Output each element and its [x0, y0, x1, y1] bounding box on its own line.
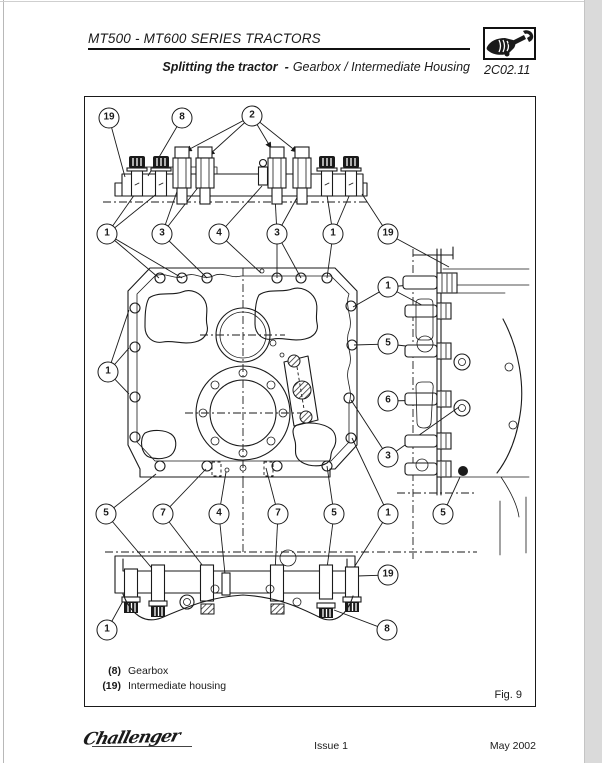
legend-row-gearbox: (8) Gearbox — [93, 664, 226, 679]
callout-6: 6 — [377, 390, 399, 412]
service-logo-box — [483, 27, 536, 60]
callout-19: 19 — [377, 223, 399, 245]
top-view-flange — [103, 146, 370, 205]
scan-edge-left — [3, 0, 4, 763]
legend-row-intermediate-housing: (19) Intermediate housing — [93, 679, 226, 694]
callout-5: 5 — [95, 503, 117, 525]
scan-edge-right — [584, 0, 602, 763]
callout-19: 19 — [98, 107, 120, 129]
subtitle-rest: Gearbox / Intermediate Housing — [292, 60, 470, 74]
brand-underline — [92, 746, 192, 747]
callout-4: 4 — [208, 503, 230, 525]
callout-1: 1 — [96, 619, 118, 641]
subtitle-bold: Splitting the tractor — [162, 60, 278, 74]
document-title: MT500 - MT600 SERIES TRACTORS — [88, 31, 321, 46]
callout-3: 3 — [151, 223, 173, 245]
callout-8: 8 — [171, 107, 193, 129]
callout-5: 5 — [377, 333, 399, 355]
figure-number: Fig. 9 — [494, 689, 522, 701]
footer-date: May 2002 — [489, 740, 536, 752]
callout-7: 7 — [152, 503, 174, 525]
legend-label: Intermediate housing — [128, 680, 227, 692]
page-code: 2C02.11 — [484, 63, 531, 77]
scan-edge-top — [0, 1, 602, 2]
callout-19: 19 — [377, 564, 399, 586]
subtitle-separator: - — [284, 60, 289, 74]
callout-1: 1 — [322, 223, 344, 245]
callout-2: 2 — [241, 105, 263, 127]
bottom-view-flange — [105, 480, 477, 621]
figure-frame: 19 8 2 1 3 4 3 1 19 1 5 6 3 1 5 7 4 7 5 … — [84, 96, 536, 707]
side-view-joint — [397, 246, 530, 559]
front-view-housing-face — [127, 267, 358, 480]
title-rule — [88, 48, 470, 50]
legend-key: (19) — [102, 680, 121, 692]
legend-key: (8) — [108, 665, 121, 677]
callout-7: 7 — [267, 503, 289, 525]
footer-issue: Issue 1 — [314, 740, 348, 752]
callout-1: 1 — [377, 276, 399, 298]
hand-holding-wrench-icon — [486, 30, 534, 57]
callout-3: 3 — [266, 223, 288, 245]
callout-1: 1 — [96, 223, 118, 245]
callout-5: 5 — [432, 503, 454, 525]
callout-3: 3 — [377, 446, 399, 468]
figure-drawing — [103, 115, 530, 631]
callout-5: 5 — [323, 503, 345, 525]
callout-1: 1 — [377, 503, 399, 525]
figure-legend: (8) Gearbox (19) Intermediate housing — [93, 664, 226, 694]
callout-4: 4 — [208, 223, 230, 245]
callout-8: 8 — [376, 619, 398, 641]
callout-1: 1 — [97, 361, 119, 383]
legend-label: Gearbox — [128, 665, 169, 677]
section-subtitle: Splitting the tractor-Gearbox / Intermed… — [88, 60, 470, 74]
